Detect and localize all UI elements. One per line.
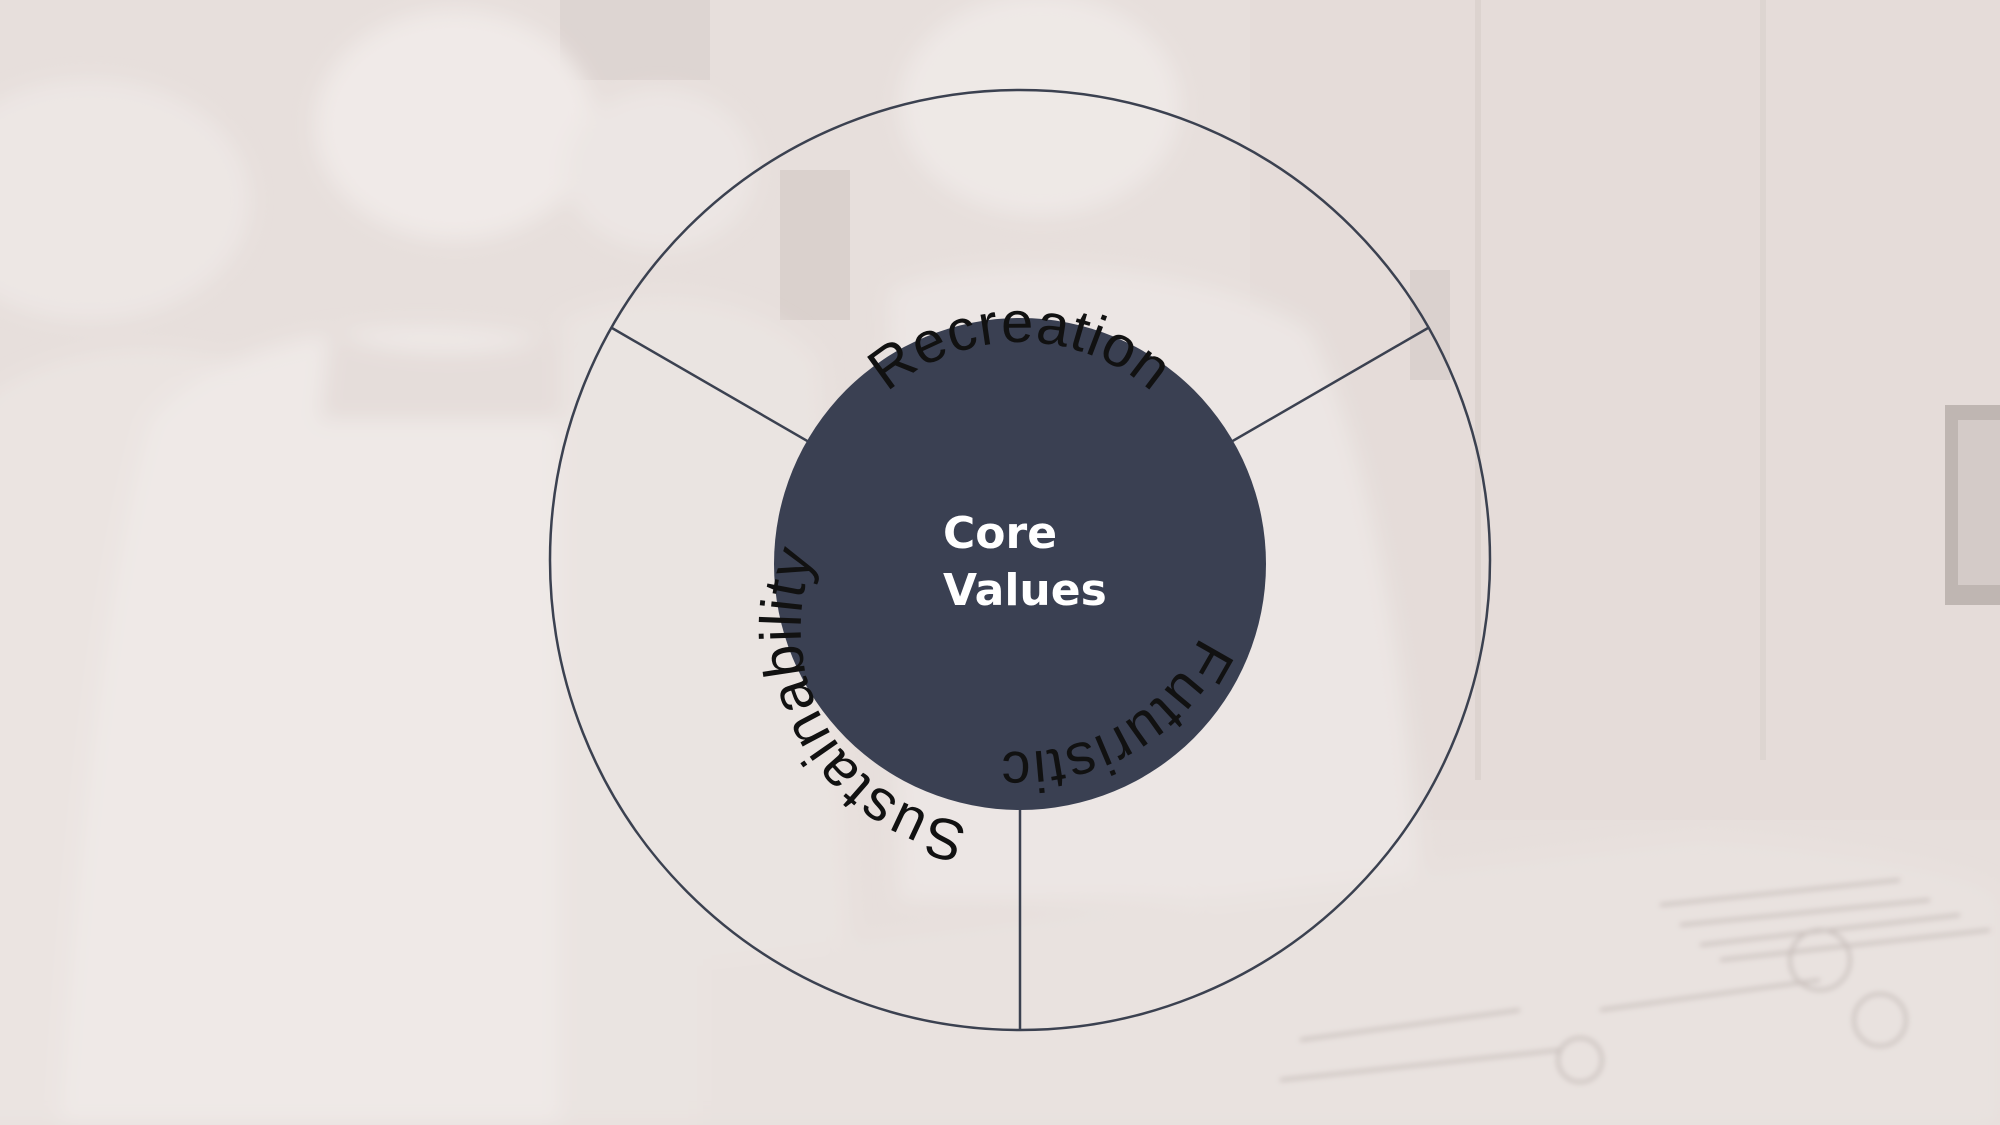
core-circle [774,318,1266,810]
core-label-line-1: Core [943,508,1057,559]
core-label-line-2: Values [943,565,1107,616]
